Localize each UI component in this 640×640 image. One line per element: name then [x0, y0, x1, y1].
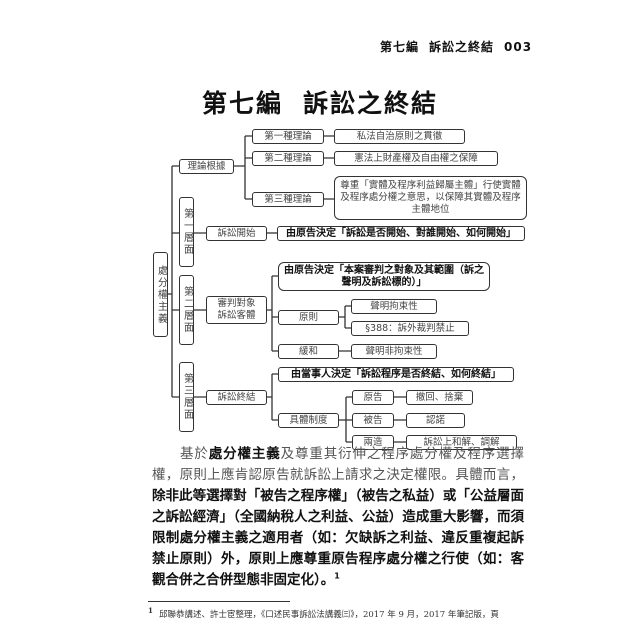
header-chapter: 第七編 — [380, 40, 420, 54]
paragraph-segment: 及尊重其衍伸之程序處分權及程序選擇權，原則上應肯認原告就訴訟上請求之決定權限。具… — [152, 446, 525, 483]
layer-3-rule: 由當事人決定「訴訟程序是否終結、如何終結」 — [278, 367, 514, 382]
theory-1: 第一種理論 — [252, 129, 324, 144]
page-number: 003 — [504, 40, 533, 54]
layer-2-topic: 審判對象訴訟客體 — [206, 296, 267, 324]
principle-item-1: 聲明拘束性 — [351, 299, 437, 314]
relax-item: 聲明非拘束性 — [351, 344, 437, 359]
theory-3-desc: 尊重「實體及程序利益歸屬主體」行使實體及程序處分權之意思，以保障其實體及程序主體… — [334, 176, 527, 220]
root-box: 處分權主義 — [153, 252, 168, 337]
paragraph-segment: 處分權主義 — [208, 446, 281, 462]
party-plaintiff-act: 撤回、捨棄 — [406, 390, 473, 405]
layer-1-topic: 訴訟開始 — [206, 226, 267, 241]
theory-3: 第三種理論 — [252, 192, 324, 207]
theory-2-desc: 憲法上財產權及自由權之保障 — [334, 151, 498, 166]
theory-box: 理論根據 — [179, 159, 234, 174]
footnote-mark: 1 — [148, 606, 153, 616]
title-part: 第七編 — [201, 89, 283, 118]
layer-1-box: 第一層面 — [179, 197, 194, 267]
party-both: 兩造 — [352, 435, 394, 450]
party-both-act: 訴訟上和解、調解 — [406, 435, 517, 450]
page-title: 第七編訴訟之終結 — [0, 84, 640, 120]
footnote-ref: 1 — [334, 571, 340, 581]
footnote-text: 邱聯恭講述、許士宦整理，《口述民事訴訟法講義㈢》，2017 年 9 月，2017… — [158, 610, 499, 620]
header-section: 訴訟之終結 — [429, 40, 495, 54]
layer-3-topic: 訴訟終結 — [206, 390, 267, 405]
party-defendant-act: 認諾 — [406, 413, 465, 428]
layer-2-box: 第二層面 — [179, 275, 194, 345]
system-box: 具體制度 — [278, 413, 339, 428]
paragraph-segment: 基於 — [180, 446, 209, 462]
running-header: 第七編訴訟之終結 003 — [380, 38, 542, 55]
layer-2-rule: 由原告決定「本案審判之對象及其範圍（訴之聲明及訴訟標的）」 — [278, 262, 490, 291]
footnote: 1 邱聯恭講述、許士宦整理，《口述民事訴訟法講義㈢》，2017 年 9 月，201… — [148, 606, 499, 620]
principle-box: 原則 — [278, 310, 339, 325]
layer-3-box: 第三層面 — [179, 362, 194, 432]
principle-item-2: §388：訴外裁判禁止 — [351, 321, 469, 336]
footnote-divider — [148, 601, 290, 602]
theory-1-desc: 私法自治原則之貫徹 — [334, 129, 465, 144]
title-name: 訴訟之終結 — [303, 89, 439, 118]
theory-2: 第二種理論 — [252, 151, 324, 166]
paragraph-segment: 除非此等選擇對「被告之程序權」（被告之私益）或「公益層面之訴訟經濟」（全國納稅人… — [152, 488, 524, 588]
relax-box: 緩和 — [278, 344, 339, 359]
body-paragraph: 基於處分權主義及尊重其衍伸之程序處分權及程序選擇權，原則上應肯認原告就訴訟上請求… — [152, 444, 524, 591]
layer-1-rule: 由原告決定「訴訟是否開始、對誰開始、如何開始」 — [277, 226, 525, 241]
party-plaintiff: 原告 — [352, 390, 394, 405]
party-defendant: 被告 — [352, 413, 394, 428]
